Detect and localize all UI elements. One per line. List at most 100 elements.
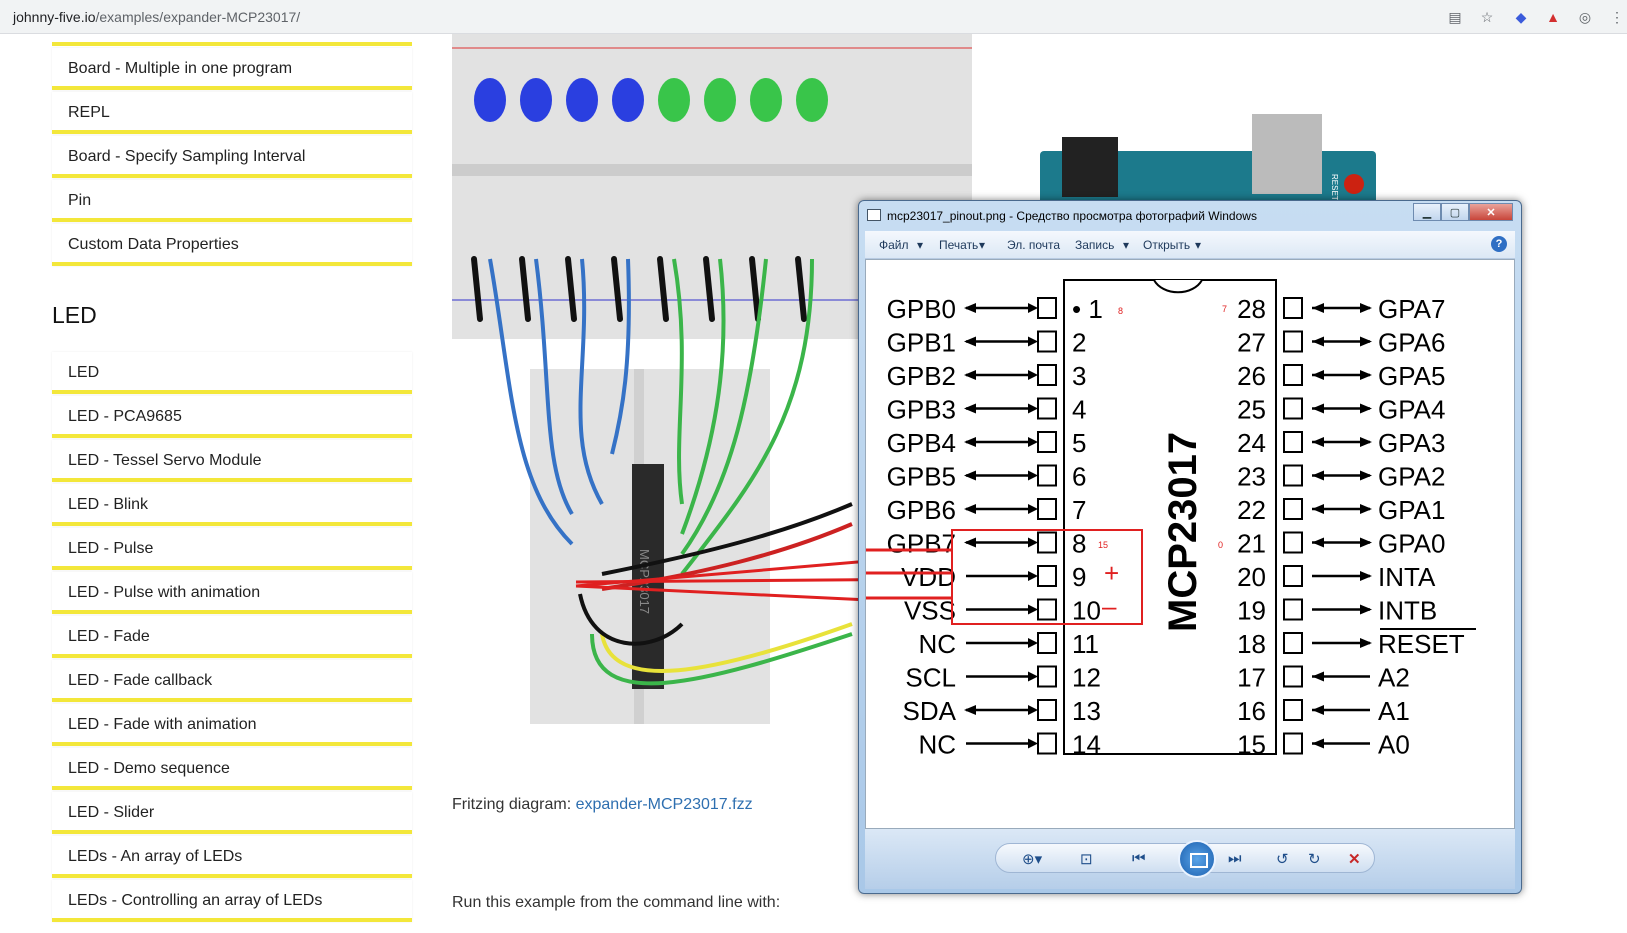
arrow-head: [1312, 705, 1324, 715]
annotation-n7: 7: [1222, 304, 1227, 314]
menu-burn[interactable]: Запись: [1075, 238, 1115, 252]
sidebar-item-led-blink[interactable]: LED - Blink: [52, 484, 412, 526]
pin-number: 2: [1072, 328, 1086, 358]
sidebar-item-board-multiple[interactable]: Board - Multiple in one program: [52, 48, 412, 90]
sidebar-item-label: LED - Pulse: [68, 540, 154, 557]
menu-open[interactable]: Открыть: [1143, 238, 1191, 252]
arrow-head: [1028, 403, 1038, 414]
help-icon[interactable]: ?: [1491, 236, 1507, 252]
rotate-right-icon[interactable]: ↻: [1308, 851, 1321, 868]
sidebar-item-label: Custom Data Properties: [68, 236, 239, 253]
close-button[interactable]: ✕: [1469, 203, 1513, 221]
chevron-down-icon[interactable]: ▾: [1123, 238, 1130, 252]
browser-address-bar[interactable]: johnny-five.io/examples/expander-MCP2301…: [0, 0, 1627, 34]
pin-number: 7: [1072, 495, 1086, 525]
sidebar-item-led-pulse-animation[interactable]: LED - Pulse with animation: [52, 572, 412, 614]
minimize-button[interactable]: ▁: [1413, 203, 1441, 221]
sidebar-item-led[interactable]: LED: [52, 352, 412, 394]
sidebar-item-leds-array[interactable]: LEDs - An array of LEDs: [52, 836, 412, 878]
zoom-icon[interactable]: ⊕▾: [1022, 851, 1043, 868]
arrow-head: [1360, 370, 1372, 380]
arrow-head: [1028, 738, 1038, 749]
chip-outline: [1063, 279, 1277, 755]
chevron-down-icon[interactable]: ▾: [1195, 238, 1202, 252]
left-pin-group: • 1GPB02GPB13GPB24GPB35GPB46GPB57GPB68GP…: [887, 294, 1103, 760]
pin-label: INTA: [1378, 562, 1436, 592]
sidebar-item-led-slider[interactable]: LED - Slider: [52, 792, 412, 834]
pin-label: GPB2: [887, 361, 956, 391]
pin-label: A0: [1378, 730, 1410, 760]
pin-pad: [1283, 531, 1303, 554]
sidebar-item-led-fade-animation[interactable]: LED - Fade with animation: [52, 704, 412, 746]
sidebar-item-label: Board - Specify Sampling Interval: [68, 148, 306, 165]
sidebar-item-led-pca9685[interactable]: LED - PCA9685: [52, 396, 412, 438]
arrow-head: [1028, 571, 1038, 581]
pin-number: 25: [1237, 395, 1266, 425]
playback-controls: ⊕▾ ⊡ ⏮ ⏭ ↺ ↻ ✕: [995, 840, 1375, 878]
pin-number: 16: [1237, 696, 1266, 726]
pin-label: GPB1: [887, 328, 956, 358]
annotation-n8: 8: [1118, 306, 1123, 316]
pin-label: GPB6: [887, 495, 956, 525]
pin-pad: [1283, 364, 1303, 386]
angular-extension-icon[interactable]: ▲: [1546, 9, 1560, 25]
pin-label: SDA: [903, 696, 957, 726]
pin-pad: [1283, 397, 1303, 420]
star-icon[interactable]: ☆: [1480, 8, 1494, 25]
sidebar-item-pin[interactable]: Pin: [52, 180, 412, 222]
annotation-n0: 0: [1218, 540, 1223, 550]
sidebar-item-repl[interactable]: REPL: [52, 92, 412, 134]
extension-icon[interactable]: ◆: [1515, 8, 1527, 25]
previous-icon[interactable]: ⏮: [1132, 850, 1146, 867]
sidebar-item-label: LED - Fade: [68, 628, 150, 645]
sidebar-item-led-fade[interactable]: LED - Fade: [52, 616, 412, 658]
sidebar-item-label: LEDs - Controlling an array of LEDs: [68, 892, 323, 909]
menu-file[interactable]: Файл: [879, 238, 909, 252]
menu-icon[interactable]: ⋮: [1610, 8, 1624, 25]
pin-pad: [1037, 598, 1057, 621]
menu-email[interactable]: Эл. почта: [1007, 238, 1061, 252]
pin-label: GPA2: [1378, 462, 1445, 492]
translate-icon[interactable]: ▤: [1448, 8, 1462, 25]
arrow-head: [1028, 504, 1038, 514]
pin-label: VSS: [904, 596, 956, 626]
jumper-wires-green: [590, 258, 853, 686]
delete-icon[interactable]: ✕: [1348, 851, 1361, 868]
chevron-down-icon[interactable]: ▾: [979, 238, 986, 252]
fritzing-download-link[interactable]: expander-MCP23017.fzz: [575, 796, 753, 813]
sidebar-item-label: Pin: [68, 192, 92, 209]
sidebar-item-led-pulse[interactable]: LED - Pulse: [52, 528, 412, 570]
sidebar-item-label: LED - Fade callback: [68, 672, 213, 689]
sidebar-item-leds-controlling[interactable]: LEDs - Controlling an array of LEDs: [52, 880, 412, 922]
sidebar-item-board-sampling[interactable]: Board - Specify Sampling Interval: [52, 136, 412, 178]
next-icon[interactable]: ⏭: [1228, 850, 1242, 867]
sidebar-item-custom-data[interactable]: Custom Data Properties: [52, 224, 412, 266]
slideshow-button[interactable]: [1178, 840, 1216, 878]
pin-number: 24: [1237, 428, 1266, 458]
fit-window-icon[interactable]: ⊡: [1080, 851, 1093, 868]
pin-number: 6: [1072, 462, 1086, 492]
sidebar-item-led-tessel[interactable]: LED - Tessel Servo Module: [52, 440, 412, 482]
sidebar-item-led-fade-callback[interactable]: LED - Fade callback: [52, 660, 412, 702]
pin-number: 9: [1072, 562, 1086, 592]
arrow-head: [1360, 504, 1372, 514]
jumper-wire-red: [601, 522, 853, 591]
pin-label: GPA0: [1378, 529, 1445, 559]
sidebar-divider: [52, 42, 412, 46]
url-text[interactable]: johnny-five.io/examples/expander-MCP2301…: [13, 9, 300, 25]
rotate-left-icon[interactable]: ↺: [1276, 851, 1289, 868]
pin-label: GPA3: [1378, 428, 1445, 458]
maximize-button[interactable]: ▢: [1441, 203, 1469, 221]
jumper-wires-black: [471, 256, 807, 322]
chevron-down-icon[interactable]: ▾: [917, 238, 924, 252]
photo-viewer-window[interactable]: mcp23017_pinout.png - Средство просмотра…: [858, 200, 1522, 894]
sidebar-item-led-demo[interactable]: LED - Demo sequence: [52, 748, 412, 790]
menu-print[interactable]: Печать: [939, 238, 979, 252]
extension-icon-2[interactable]: ◎: [1578, 8, 1592, 25]
